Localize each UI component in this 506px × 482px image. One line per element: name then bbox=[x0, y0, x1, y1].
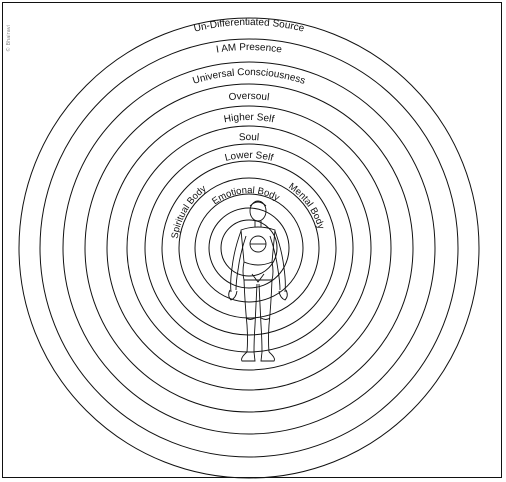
concentric-rings bbox=[18, 17, 480, 479]
figure-arm-right-outer bbox=[274, 230, 286, 293]
figure-torso bbox=[240, 226, 276, 266]
label-higher-self: Higher Self bbox=[223, 112, 275, 125]
ring-undifferentiated-source bbox=[18, 17, 480, 479]
label-emotional-body: Emotional Body bbox=[210, 185, 281, 207]
figure-hips bbox=[242, 261, 274, 281]
ring-soul bbox=[126, 125, 372, 371]
watermark-text: © Bhairavi bbox=[5, 25, 12, 52]
ring-inner-1 bbox=[208, 207, 290, 289]
figure-arm-left-inner bbox=[235, 235, 247, 291]
watermark: © Bhairavi bbox=[5, 25, 12, 52]
figure-hair bbox=[249, 201, 267, 207]
figure-leg-right-inner bbox=[258, 283, 263, 353]
figure-hand-right bbox=[278, 289, 288, 301]
human-figure bbox=[228, 200, 288, 362]
ring-i-am-presence bbox=[39, 38, 459, 458]
ring-emotional-body bbox=[194, 193, 304, 303]
figure-arm-right-inner bbox=[269, 235, 281, 291]
figure-hand-left bbox=[228, 289, 238, 301]
ring-universal-consciousness bbox=[62, 61, 436, 435]
label-oversoul: Oversoul bbox=[228, 91, 270, 103]
label-undifferentiated-source: Un-Differentiated Source bbox=[193, 17, 306, 35]
ring-oversoul bbox=[84, 83, 414, 413]
figure-groin bbox=[251, 273, 265, 283]
ring-mental-body bbox=[178, 177, 320, 319]
label-spiritual-body: Spiritual Body bbox=[170, 183, 209, 239]
figure-leg-left-outer bbox=[243, 279, 248, 353]
figure-head bbox=[249, 200, 267, 222]
label-i-am-presence: I AM Presence bbox=[215, 42, 283, 56]
figure-foot-left bbox=[241, 351, 256, 362]
figure-knee-right bbox=[260, 317, 271, 320]
figure-foot-right bbox=[260, 351, 275, 362]
label-soul: Soul bbox=[239, 132, 260, 143]
ring-spiritual-body bbox=[161, 160, 337, 336]
ring-lower-self bbox=[144, 143, 354, 353]
ring-inner-2 bbox=[220, 219, 278, 277]
layer-labels: Un-Differentiated Source I AM Presence U… bbox=[170, 17, 327, 240]
ring-higher-self bbox=[106, 105, 392, 391]
figure-leg-right-outer bbox=[268, 279, 273, 353]
figure-arm-left-outer bbox=[230, 230, 242, 293]
label-mental-body: Mental Body bbox=[286, 181, 326, 231]
label-lower-self: Lower Self bbox=[224, 150, 275, 164]
figure-knee-left bbox=[245, 317, 256, 320]
figure-leg-left-inner bbox=[253, 283, 258, 353]
